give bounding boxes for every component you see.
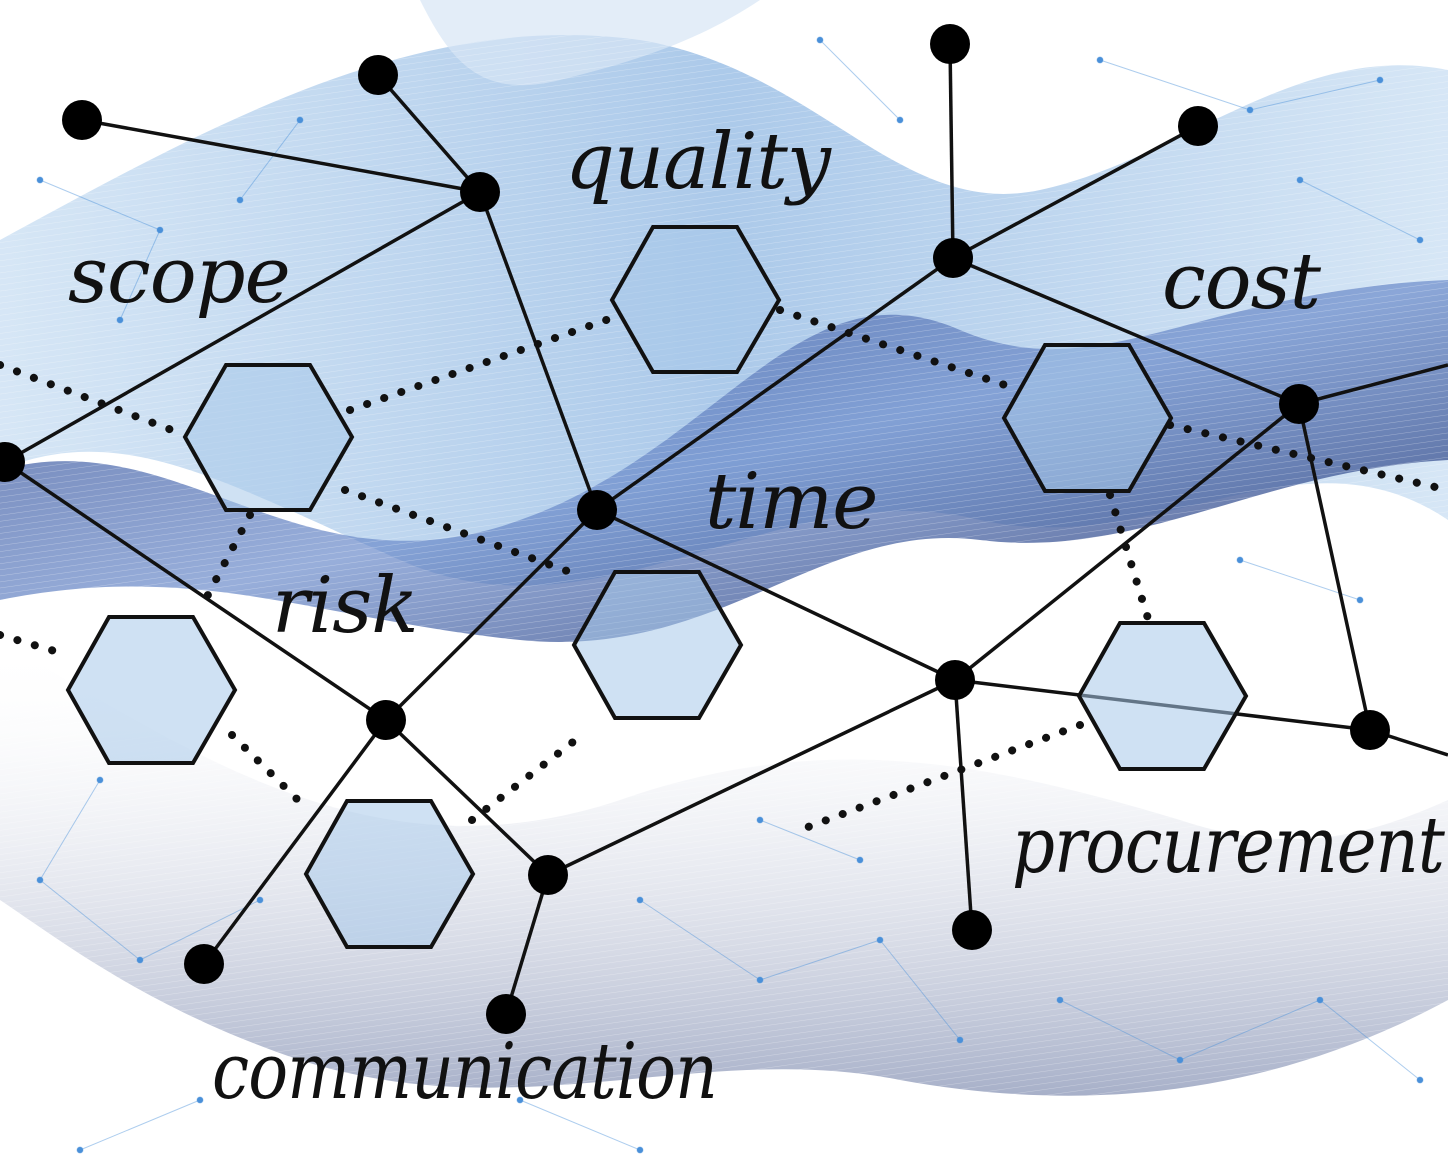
hexagon-quality <box>609 225 782 374</box>
edge <box>81 118 481 194</box>
dotted-line-left-mid <box>0 631 72 659</box>
edge <box>1297 403 1372 731</box>
edge <box>4 460 387 722</box>
node <box>62 100 102 140</box>
edge <box>384 508 599 722</box>
edge <box>478 191 599 511</box>
edge <box>596 508 956 682</box>
dotted-line-quality-cost <box>776 306 1009 389</box>
dotted-line-left-top <box>0 361 189 439</box>
node <box>1350 710 1390 750</box>
node <box>930 24 970 64</box>
label-procurement: procurement <box>1012 801 1445 891</box>
edge <box>595 256 955 512</box>
edge <box>952 256 1300 406</box>
label-risk: risk <box>272 561 418 651</box>
nodes <box>0 24 1390 1034</box>
edge <box>953 402 1301 682</box>
dotted-line-scope-time <box>341 486 582 579</box>
node <box>935 660 975 700</box>
hexagon-communication <box>303 799 476 949</box>
node <box>184 944 224 984</box>
node <box>952 910 992 950</box>
edge <box>948 43 955 259</box>
edge <box>1298 363 1448 406</box>
dotted-line-risk-comm <box>228 731 312 814</box>
label-quality: quality <box>565 117 832 207</box>
node <box>460 172 500 212</box>
hexagon-procurement <box>1076 621 1249 771</box>
node <box>1279 384 1319 424</box>
hexagon-time <box>571 570 744 720</box>
edge <box>202 718 388 966</box>
edge <box>376 73 482 194</box>
label-communication: communication <box>212 1027 717 1117</box>
node <box>528 855 568 895</box>
node <box>577 490 617 530</box>
edge <box>547 678 956 877</box>
hexagon-risk <box>65 615 238 765</box>
node <box>486 994 526 1034</box>
dotted-line-time-comm <box>468 731 586 824</box>
edge <box>504 874 550 1015</box>
labels: scope quality cost time risk procurement… <box>68 117 1446 1117</box>
node <box>358 55 398 95</box>
node <box>0 442 25 482</box>
edge <box>4 190 481 464</box>
node <box>933 238 973 278</box>
label-cost: cost <box>1162 237 1322 327</box>
hexagon-scope <box>182 363 355 512</box>
edge <box>953 679 974 931</box>
node <box>1178 106 1218 146</box>
node <box>366 700 406 740</box>
dotted-line-scope-risk <box>196 511 254 614</box>
label-scope: scope <box>68 231 290 321</box>
edge <box>384 718 550 877</box>
dotted-line-scope-quality <box>346 314 616 414</box>
hexagon-cost <box>1001 343 1174 493</box>
solid-connectors <box>4 43 1448 1015</box>
hexagons <box>65 225 1249 949</box>
label-time: time <box>705 457 877 547</box>
edge <box>952 124 1199 260</box>
faint-background-network <box>36 36 1424 1154</box>
